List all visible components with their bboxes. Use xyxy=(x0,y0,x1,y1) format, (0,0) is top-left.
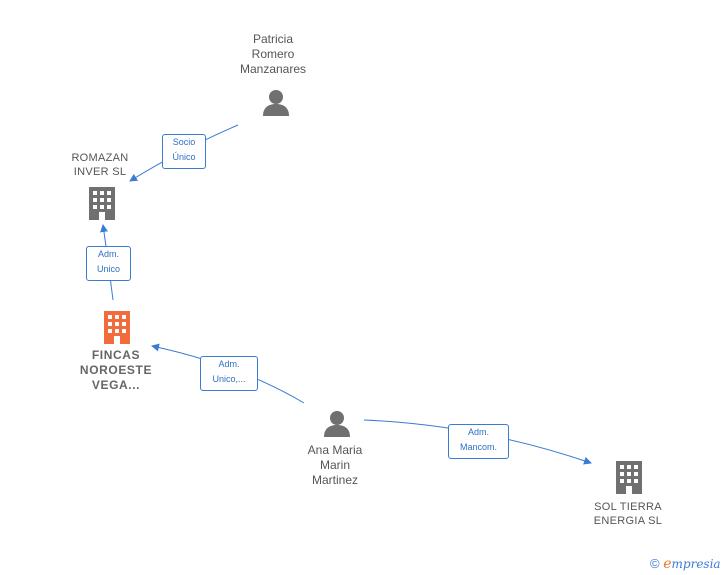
copyright-symbol: © xyxy=(650,556,660,571)
node-label-fincas[interactable]: FINCAS NOROESTE VEGA... xyxy=(79,348,153,392)
building-icon[interactable] xyxy=(89,187,115,220)
relation-label-socio-unico[interactable]: Socio Único xyxy=(162,134,206,169)
relation-label-adm-unico[interactable]: Adm. Unico xyxy=(86,246,131,281)
empresia-logo[interactable]: © empresia xyxy=(650,556,721,572)
brand-e: e xyxy=(663,556,672,572)
building-icon-focus[interactable] xyxy=(104,311,130,344)
person-icon[interactable] xyxy=(263,90,289,116)
node-label-sol[interactable]: SOL TIERRA ENERGIA SL xyxy=(593,501,663,527)
node-label-romazan[interactable]: ROMAZAN INVER SL xyxy=(71,152,129,178)
relation-label-adm-unico-etc[interactable]: Adm. Unico,... xyxy=(200,356,258,391)
node-label-ana[interactable]: Ana Maria Marin Martinez xyxy=(307,443,363,487)
node-label-patricia[interactable]: Patricia Romero Manzanares xyxy=(239,32,307,76)
building-icon[interactable] xyxy=(616,461,642,494)
brand-name: mpresia xyxy=(671,557,721,571)
person-icon[interactable] xyxy=(324,411,350,437)
relation-label-adm-mancom[interactable]: Adm. Mancom. xyxy=(448,424,509,459)
